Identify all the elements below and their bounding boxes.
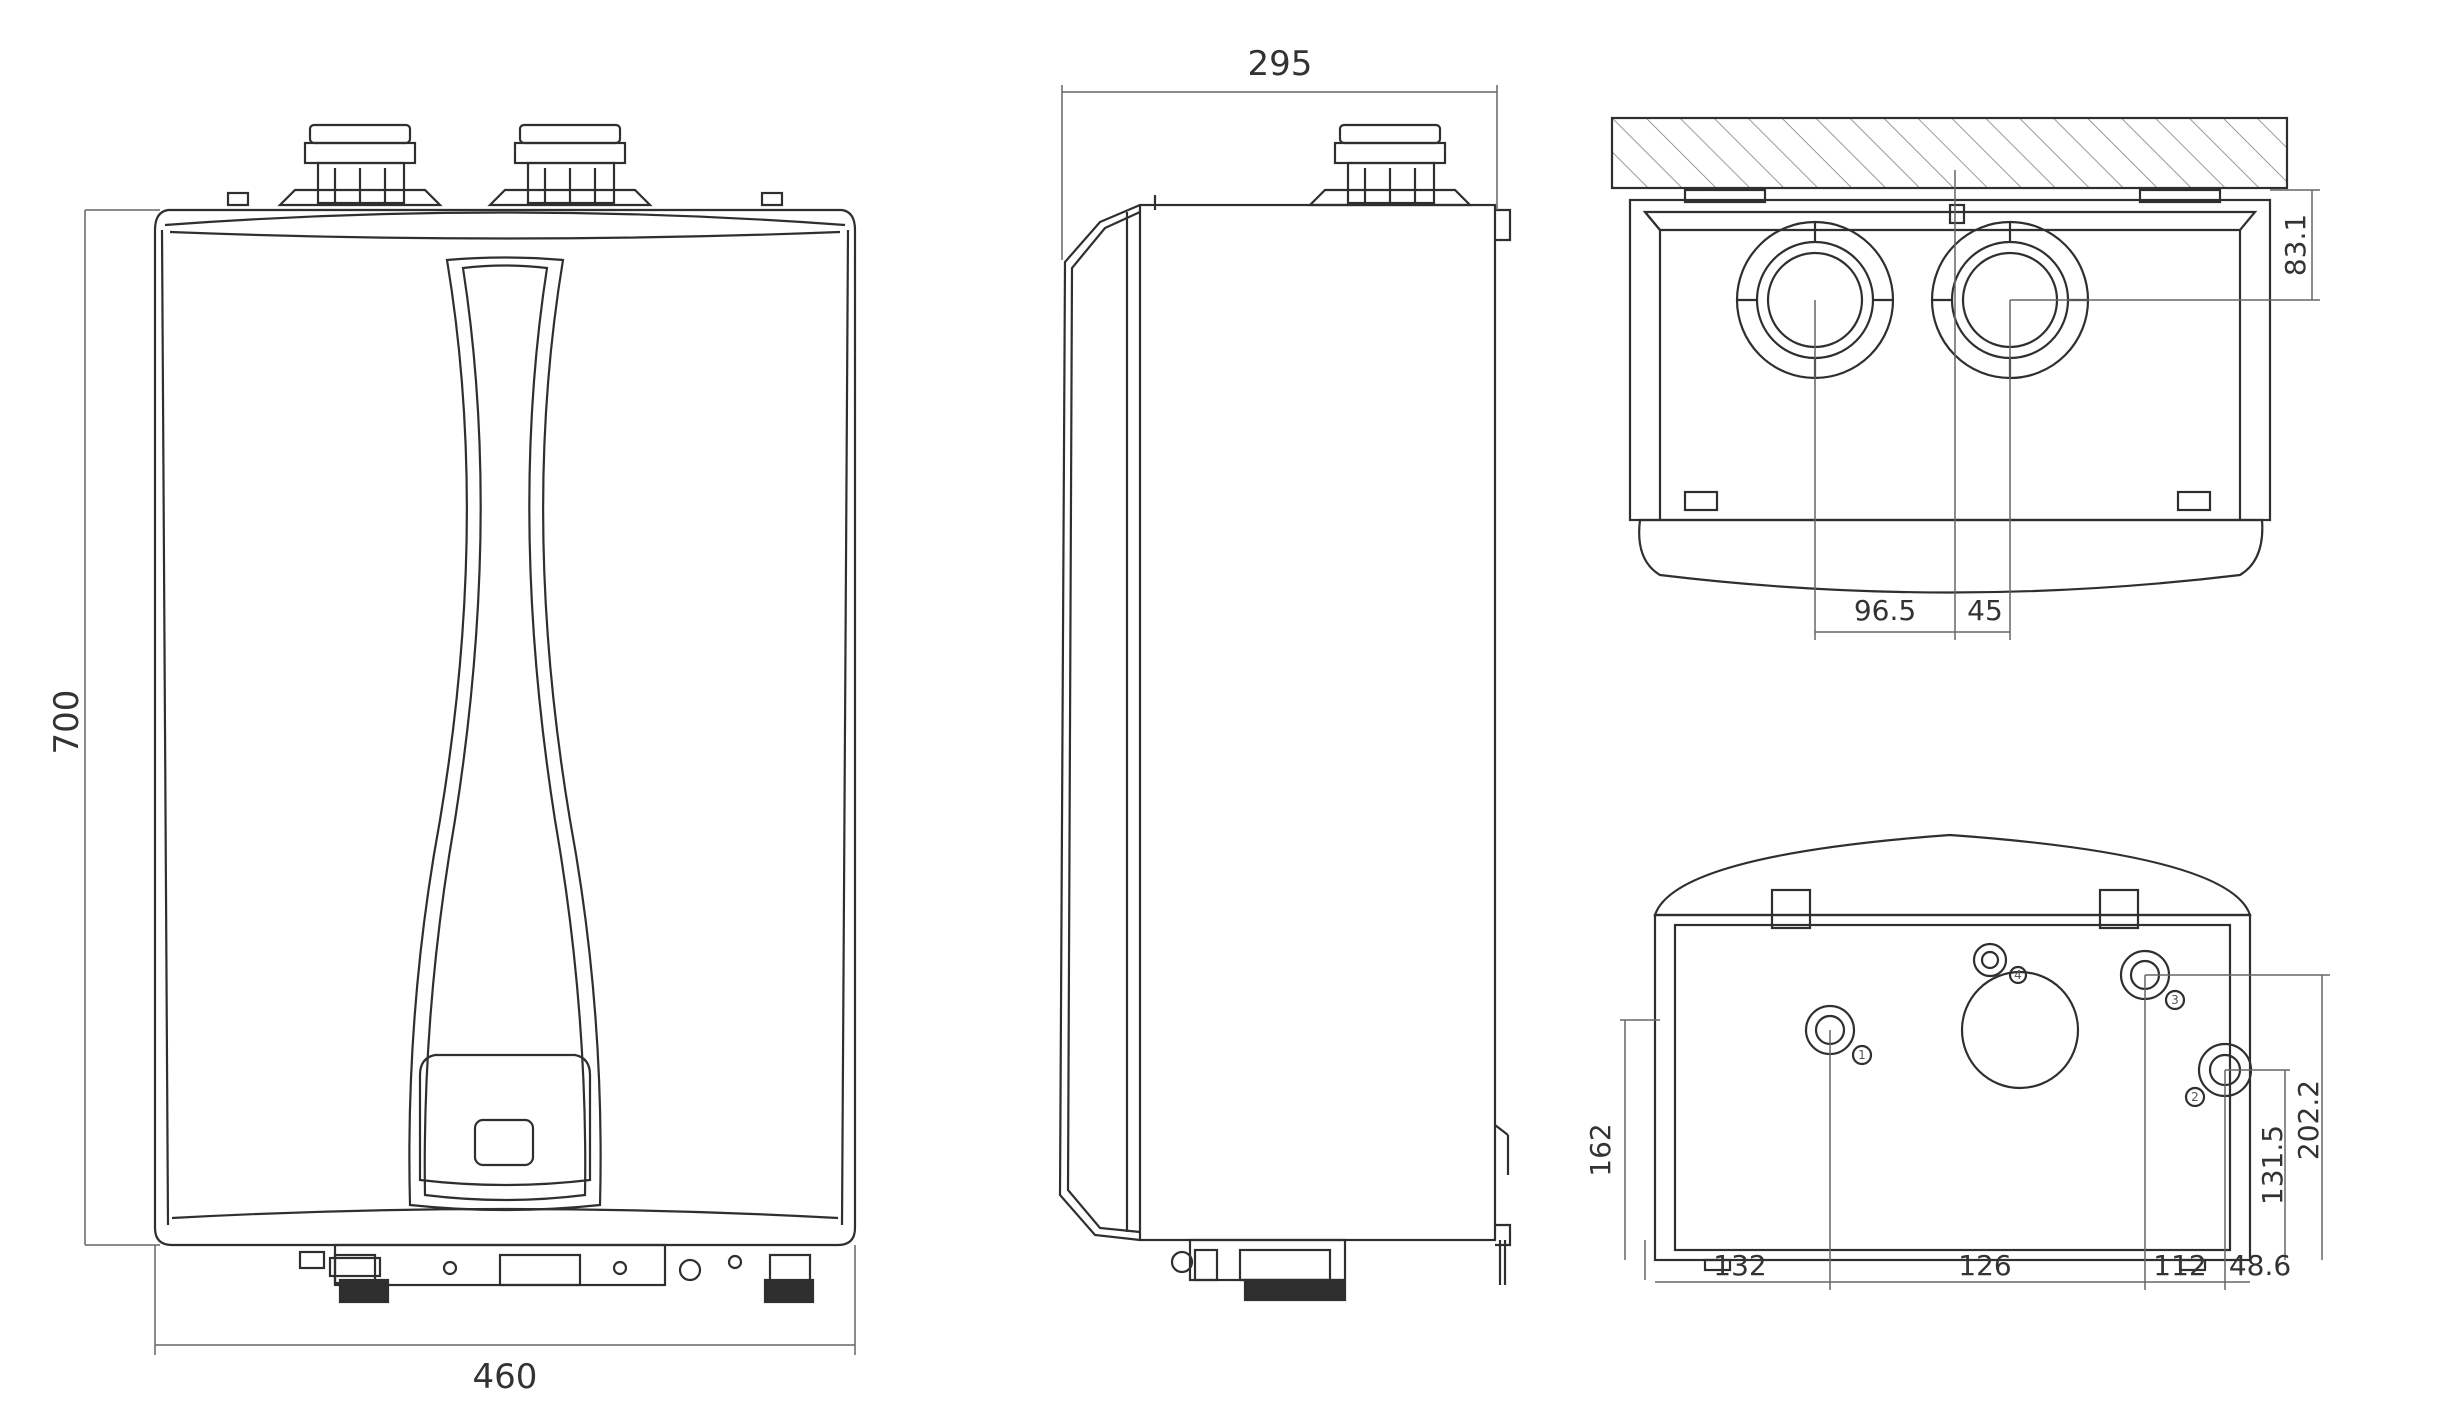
bottom-view	[1653, 833, 2253, 1272]
bottom-spacing-2: 126	[1958, 1249, 2011, 1282]
front-bottom-connections	[298, 1243, 815, 1304]
bottom-casing	[1653, 913, 2252, 1262]
bottom-connection-4	[1972, 942, 2028, 985]
side-casing	[1138, 203, 1497, 1242]
front-height-dim: 700	[47, 690, 87, 755]
front-center-panel	[408, 256, 602, 1212]
top-casing	[1628, 198, 2272, 522]
bottom-marker-3: 3	[2171, 993, 2179, 1007]
side-dimensions	[1061, 85, 1498, 260]
bottom-marker-1: 1	[1858, 1048, 1866, 1062]
top-offset-dim: 83.1	[2279, 214, 2312, 276]
bottom-height-left-dim: 162	[1584, 1123, 1617, 1176]
top-wall-hatch	[1610, 116, 2289, 190]
front-flue-pipe-left	[277, 123, 443, 207]
front-dimensions	[84, 209, 856, 1355]
side-depth-dim: 295	[1248, 44, 1313, 84]
front-display-screen	[473, 1118, 535, 1167]
bottom-top-cover	[1653, 833, 2252, 917]
bottom-flue-opening	[1960, 970, 2080, 1090]
top-view	[1610, 116, 2289, 594]
side-view	[1058, 123, 1512, 1302]
bottom-marker-2: 2	[2191, 1090, 2199, 1104]
bottom-spacing-4: 48.6	[2229, 1249, 2291, 1282]
top-dimensions	[1814, 170, 2320, 640]
front-casing	[153, 208, 857, 1247]
front-width-dim: 460	[473, 1357, 538, 1397]
bottom-height-right-dim-2: 202.2	[2292, 1080, 2325, 1160]
bottom-spacing-3: 112	[2153, 1249, 2206, 1282]
bottom-spacing-1: 132	[1713, 1249, 1766, 1282]
bottom-marker-4: 4	[2014, 968, 2022, 982]
top-flue-spacing-dim: 96.5	[1854, 594, 1916, 627]
front-view	[153, 123, 857, 1304]
bottom-height-right-dim-1: 131.5	[2256, 1125, 2289, 1205]
side-flue-pipe	[1307, 123, 1473, 207]
front-top-lug-left	[226, 191, 250, 207]
front-top-lug-right	[760, 191, 784, 207]
front-flue-pipe-right	[487, 123, 653, 207]
side-bottom-connections	[1170, 1238, 1347, 1302]
bottom-dimensions	[1620, 974, 2330, 1290]
top-center-offset-dim: 45	[1967, 594, 2003, 627]
front-display-window	[418, 1053, 592, 1187]
